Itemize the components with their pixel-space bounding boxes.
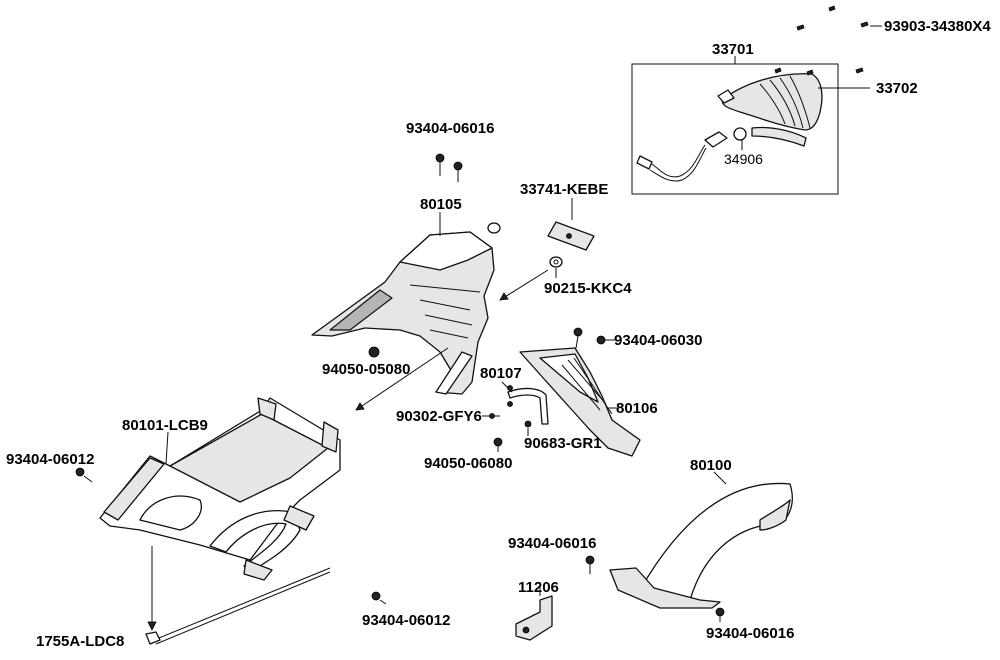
bolt-93404-06012-bot [371,591,387,605]
rear-frame-80105 [311,153,501,395]
label-33701: 33701 [712,41,754,58]
label-93404-06030: 93404-06030 [614,332,702,349]
label-93404-06012-left: 93404-06012 [6,451,94,468]
label-90302-gfy6: 90302-GFY6 [396,408,482,425]
bulb-socket [704,131,728,148]
undertray-80101 [75,397,341,581]
label-34906: 34906 [724,151,763,167]
label-80100: 80100 [690,457,732,474]
tail-light-assembly [631,5,882,195]
label-1755a-ldc8: 1755A-LDC8 [36,633,124,650]
rear-frame-stay [435,351,473,395]
label-90215-kkc4: 90215-KKC4 [544,280,632,297]
rear-frame-top [399,231,493,271]
label-93903-34380x4: 93903-34380X4 [884,18,991,35]
rubber-mount [487,222,501,234]
bracket-11206 [515,582,553,641]
assembly-arrows [147,269,549,631]
bolt-93404-06016-bot [715,607,725,622]
bolt-93404-06012-left [75,467,93,483]
tail-light-lens [721,73,823,131]
label-80106: 80106 [616,400,658,417]
label-93404-06016-top: 93404-06016 [406,120,494,137]
plate-33741-kebe [547,198,595,251]
rear-fender-80100 [609,471,793,622]
stay-80107 [482,381,549,452]
bolt-93404-06016-mid [585,555,595,574]
label-93404-06016-bot: 93404-06016 [706,625,794,642]
reflector-strip [751,126,807,147]
label-90683-gr1: 90683-GR1 [524,435,602,452]
nut-94050-06080 [493,437,503,447]
label-94050-05080: 94050-05080 [322,361,410,378]
label-94050-06080: 94050-06080 [424,455,512,472]
wire-connector [636,155,653,170]
nut-94050-05080 [368,346,380,358]
rear-frame-wing [329,289,393,331]
tail-cover-80106 [519,327,641,457]
clip-90302 [507,385,513,391]
label-80107: 80107 [480,365,522,382]
label-11206: 11206 [518,579,559,596]
label-93404-06016-mid: 93404-06016 [508,535,596,552]
undertray-pocket [139,495,202,531]
bolt-93404-06030 [573,327,616,349]
label-80105: 80105 [420,196,462,213]
cable-1755a [145,567,331,645]
nut-90683 [524,420,532,428]
label-33741-kebe: 33741-KEBE [520,181,608,198]
tail-light-wire [649,144,707,182]
bolt-93404-06016-top [435,153,463,182]
tail-light-mount-tab [717,89,735,104]
washer-90215-kkc4 [549,256,563,278]
label-33702: 33702 [876,80,918,97]
bulb-34906 [733,127,747,141]
tail-light-screws [774,5,869,76]
part-labels: 93903-34380X4 33701 33702 34906 93404-06… [6,18,991,650]
label-80101-lcb9: 80101-LCB9 [122,417,208,434]
label-93404-06012-bot: 93404-06012 [362,612,450,629]
